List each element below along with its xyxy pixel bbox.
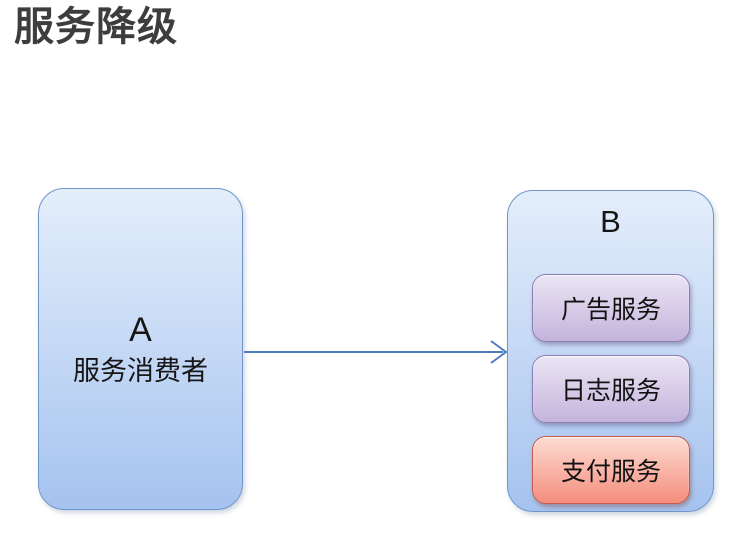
arrow-head-icon [490,340,508,364]
service-item-log: 日志服务 [532,355,690,423]
node-b-id: B [600,204,621,239]
service-stack: 广告服务 日志服务 支付服务 [532,274,690,504]
node-service-consumer: A 服务消费者 [38,188,243,510]
node-service-provider: B 广告服务 日志服务 支付服务 [507,190,714,512]
service-item-payment: 支付服务 [532,436,690,504]
slide-title: 服务降级 [14,5,178,49]
node-a-id: A [129,311,152,349]
node-a-label: 服务消费者 [73,356,208,386]
service-item-ad: 广告服务 [532,274,690,342]
